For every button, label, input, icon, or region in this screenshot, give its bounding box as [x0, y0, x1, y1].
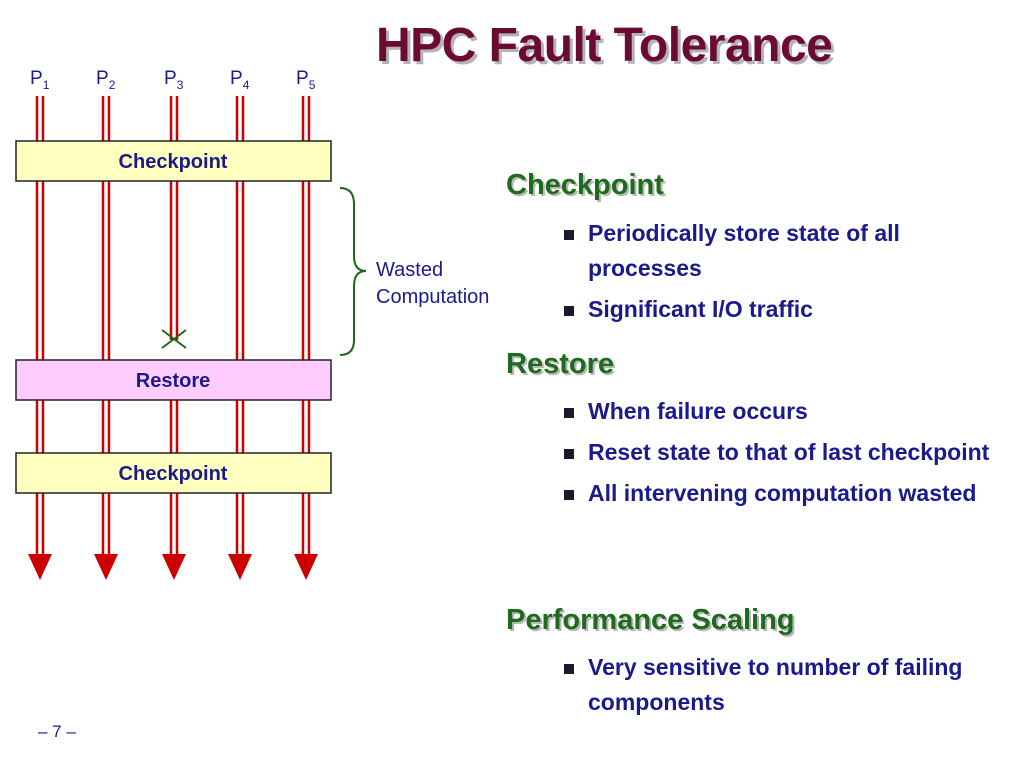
- checkpoint-box-top-label: Checkpoint: [119, 151, 228, 173]
- list-item: When failure occurs: [560, 394, 1010, 429]
- restore-box-label: Restore: [136, 370, 210, 392]
- square-bullet-icon: [564, 408, 574, 418]
- arrowhead-icon: [228, 554, 252, 580]
- failure-x-icon: [161, 329, 187, 349]
- list-item: Very sensitive to number of failing comp…: [560, 650, 1010, 720]
- square-bullet-icon: [564, 490, 574, 500]
- bullet-list-checkpoint: Periodically store state of all processe…: [560, 216, 1010, 333]
- square-bullet-icon: [564, 449, 574, 459]
- process-label-5: P5: [296, 68, 316, 92]
- restore-box: Restore: [15, 359, 332, 401]
- list-item: Reset state to that of last checkpoint: [560, 435, 1010, 470]
- arrowhead-icon: [28, 554, 52, 580]
- bullet-list-restore: When failure occurs Reset state to that …: [560, 394, 1010, 517]
- failure-x-stroke: [161, 329, 187, 349]
- list-item: Significant I/O traffic: [560, 292, 1010, 327]
- restore-box-rect: [15, 359, 332, 401]
- section-heading-restore: Restore: [506, 348, 614, 380]
- arrowhead-icon: [94, 554, 118, 580]
- slide-title: HPC Fault Tolerance: [376, 19, 833, 72]
- checkpoint-box-bottom-label: Checkpoint: [119, 463, 228, 485]
- process-label-2: P2: [96, 68, 116, 92]
- checkpoint-box-bottom: Checkpoint: [15, 452, 332, 494]
- arrowhead-icon: [162, 554, 186, 580]
- list-item: Periodically store state of all processe…: [560, 216, 1010, 286]
- checkpoint-box-bottom-rect: [15, 452, 332, 494]
- wasted-brace: [339, 187, 367, 356]
- process-label-3: P3: [164, 68, 184, 92]
- section-heading-performance-scaling: Performance Scaling: [506, 604, 795, 636]
- square-bullet-icon: [564, 664, 574, 674]
- section-heading-checkpoint: Checkpoint: [506, 169, 664, 201]
- arrowhead-icon: [294, 554, 318, 580]
- checkpoint-box-top-rect: [15, 140, 332, 182]
- checkpoint-box-top: Checkpoint: [15, 140, 332, 182]
- bullet-list-performance-scaling: Very sensitive to number of failing comp…: [560, 650, 1010, 726]
- list-item: All intervening computation wasted: [560, 476, 1010, 511]
- square-bullet-icon: [564, 306, 574, 316]
- square-bullet-icon: [564, 230, 574, 240]
- page-number: – 7 –: [38, 722, 76, 741]
- process-label-4: P4: [230, 68, 250, 92]
- process-label-1: P1: [30, 68, 50, 92]
